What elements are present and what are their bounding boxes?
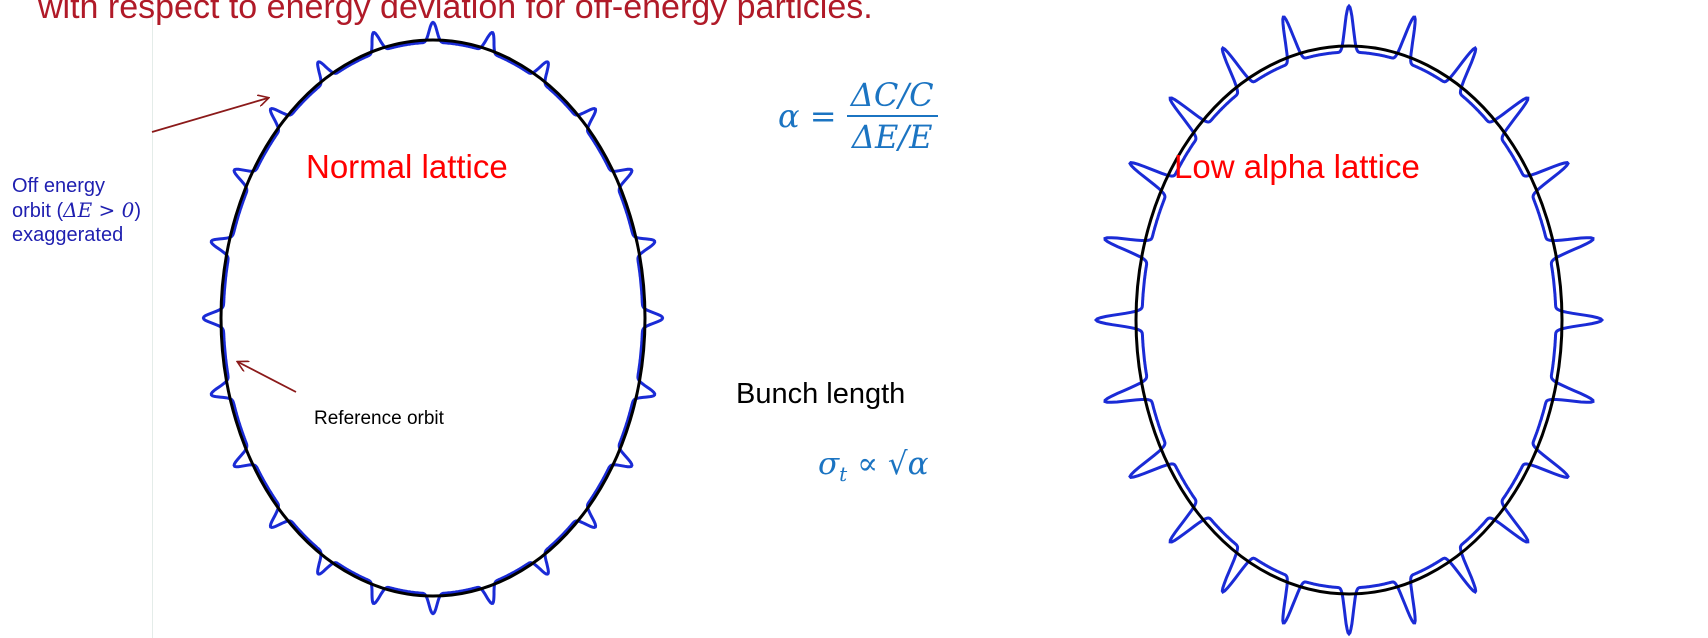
reference-arrow <box>238 362 297 393</box>
off-energy-line-3: exaggerated <box>12 224 124 246</box>
normal-lattice-diagram <box>151 20 665 616</box>
formula-denominator: ΔE/E <box>851 118 933 156</box>
formula-lhs: α = <box>778 97 837 135</box>
off-energy-orbit-low-alpha <box>1093 3 1605 637</box>
formula-numerator: ΔC/C <box>846 75 938 117</box>
momentum-compaction-formula: α = ΔC/C ΔE/E <box>778 75 938 157</box>
formula-fraction: ΔC/C ΔE/E <box>846 75 938 157</box>
off-energy-orbit-label: Off energy orbit (ΔE > 0) exaggerated <box>12 174 141 247</box>
slide-heading: with respect to energy deviation for off… <box>38 0 873 26</box>
reference-orbit-low-alpha <box>1134 44 1564 596</box>
bunch-length-label: Bunch length <box>736 378 906 410</box>
off-energy-line-1: Off energy <box>12 175 106 197</box>
normal-lattice-label: Normal lattice <box>306 148 508 185</box>
low-alpha-lattice-diagram <box>1093 3 1605 637</box>
off-energy-orbit-normal <box>201 20 665 616</box>
reference-orbit-normal <box>219 38 647 598</box>
slide-guide-line <box>152 0 153 638</box>
off-energy-line-2: orbit (ΔE > 0) <box>12 198 142 222</box>
low-alpha-lattice-label: Low alpha lattice <box>1174 148 1420 185</box>
off-energy-arrow <box>151 98 268 133</box>
bunch-length-formula: σt ∝ √α <box>818 446 929 487</box>
reference-orbit-label: Reference orbit <box>314 408 444 429</box>
